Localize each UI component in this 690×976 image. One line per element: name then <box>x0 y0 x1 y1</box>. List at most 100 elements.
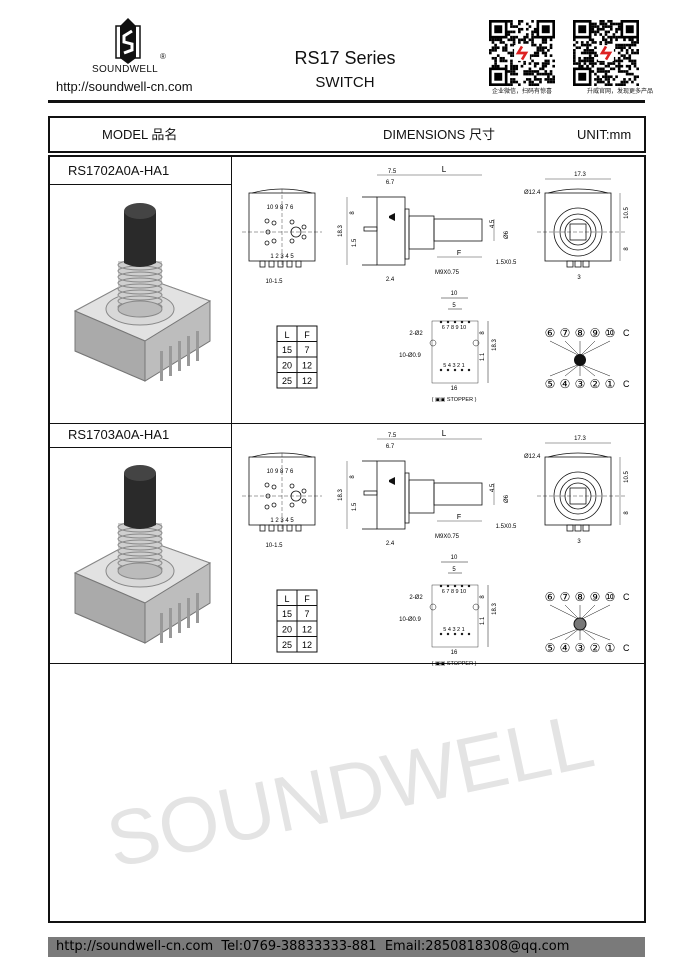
dim-mount-holes: 2-Ø2 <box>409 331 423 337</box>
brand-name: SOUNDWELL <box>92 64 159 75</box>
dim-8: 8 <box>350 211 356 215</box>
dim-pin-holes: 10-Ø0.9 <box>399 353 421 359</box>
circuit-terminal-top: ⑩ <box>605 326 616 340</box>
soundwell-mini-logo-icon <box>389 213 395 221</box>
row-divider <box>50 663 644 664</box>
dim-L: L <box>442 165 447 174</box>
lf-cell-L: 25 <box>282 376 292 386</box>
dim-10-5: 10.5 <box>624 207 630 219</box>
pcb-pins-bottom: 5 4 3 2 1 <box>443 627 464 633</box>
dim-shaft-diameter: Ø6 <box>504 494 510 503</box>
circuit-terminal-top: ⑨ <box>590 326 601 340</box>
table-header: MODEL 品名 DIMENSIONS 尺寸 UNIT:mm <box>48 116 646 153</box>
circuit-terminal-bottom: ⑤ <box>545 641 556 655</box>
dim-pcb-1-1: 1.1 <box>480 616 486 625</box>
pcb-pins-bottom: 5 4 3 2 1 <box>443 363 464 369</box>
dim-pcb-8: 8 <box>480 595 486 599</box>
back-view <box>537 178 627 268</box>
dim-8: 8 <box>350 475 356 479</box>
registered-mark: ® <box>160 52 166 61</box>
soundwell-logo-icon <box>115 18 141 64</box>
dim-pcb-18-3: 18.3 <box>492 603 498 615</box>
unit-label: UNIT:mm <box>577 127 632 142</box>
circuit-terminal-bottom: ② <box>590 641 601 655</box>
model-name: RS1703A0A-HA1 <box>68 427 170 442</box>
dim-6-7: 6.7 <box>386 180 395 186</box>
dim-pin-span-10: 10 <box>451 555 458 561</box>
product-table: RS1702A0A-HA1 RS1703A0A-HA1 10 9 8 7 6 <box>48 155 646 923</box>
rotor-hub-icon <box>574 354 586 366</box>
front-view <box>242 188 322 268</box>
circuit-terminal-bottom: ① <box>605 641 616 655</box>
dim-pcb-16: 16 <box>451 386 458 392</box>
circuit-common-bottom: C <box>623 643 630 653</box>
front-pin-numbers-top: 10 9 8 7 6 <box>267 205 294 211</box>
dim-17-3: 17.3 <box>574 436 586 442</box>
dim-pin-span-10: 10 <box>451 291 458 297</box>
dim-17-3: 17.3 <box>574 172 586 178</box>
circuit-terminal-top: ⑧ <box>575 326 586 340</box>
dim-2-4: 2.4 <box>386 277 395 283</box>
stopper-legend: ( ▣▣ STOPPER ) <box>432 397 477 403</box>
circuit-terminal-top: ⑨ <box>590 590 601 604</box>
row-divider <box>50 423 644 424</box>
page-subtitle: SWITCH <box>315 74 375 91</box>
rotor-hub-icon <box>573 617 587 631</box>
circuit-terminal-bottom: ⑤ <box>545 377 556 391</box>
dimension-drawing: 10 9 8 7 61 2 3 4 510-1.5 7.56.7L18.381.… <box>242 429 630 667</box>
footer-website-link[interactable]: http://soundwell-cn.com <box>56 939 214 954</box>
dim-pcb-1-1: 1.1 <box>480 352 486 361</box>
circuit-terminal-top: ⑥ <box>545 326 556 340</box>
dim-F: F <box>457 514 461 521</box>
dimensions-column-header: DIMENSIONS 尺寸 <box>383 127 495 142</box>
dim-pin-holes: 10-Ø0.9 <box>399 617 421 623</box>
side-view <box>346 174 495 266</box>
lf-header-F: F <box>304 330 310 340</box>
back-view <box>537 442 627 532</box>
dim-bushing-diameter: Ø12.4 <box>524 190 541 196</box>
dim-10-5: 10.5 <box>624 471 630 483</box>
lf-cell-L: 15 <box>282 609 292 619</box>
pcb-pins-top: 6 7 8 9 10 <box>442 589 466 595</box>
pcb-pins-top: 6 7 8 9 10 <box>442 325 466 331</box>
footer-email[interactable]: Email:2850818308@qq.com <box>384 939 570 954</box>
circuit-terminal-top: ⑧ <box>575 590 586 604</box>
front-pin-numbers-top: 10 9 8 7 6 <box>267 469 294 475</box>
lf-header-L: L <box>284 330 289 340</box>
lf-cell-L: 20 <box>282 361 292 371</box>
header-website-link[interactable]: http://soundwell-cn.com <box>56 79 193 94</box>
product-photo <box>73 465 212 644</box>
lf-cell-F: 12 <box>302 361 312 371</box>
dim-bushing-diameter: Ø12.4 <box>524 454 541 460</box>
footer-bar: http://soundwell-cn.com Tel:0769-3883333… <box>48 937 645 957</box>
lf-cell-F: 12 <box>302 376 312 386</box>
qr-code-wechat-icon <box>489 20 555 86</box>
dim-thread: M9X0.75 <box>435 270 460 276</box>
qr-code-website-icon <box>573 20 639 86</box>
dim-pin-pitch: 10-1.5 <box>265 543 283 549</box>
circuit-terminal-top: ⑩ <box>605 590 616 604</box>
lf-cell-F: 12 <box>302 640 312 650</box>
lf-cell-L: 20 <box>282 625 292 635</box>
dim-18-3: 18.3 <box>338 489 344 501</box>
dim-8-lower: 8 <box>624 511 630 515</box>
dim-thread: M9X0.75 <box>435 534 460 540</box>
dim-shaft-diameter: Ø6 <box>504 230 510 239</box>
dim-pin-span-5: 5 <box>452 567 456 573</box>
lf-cell-F: 7 <box>304 345 309 355</box>
dim-1-5: 1.5 <box>352 502 358 511</box>
circuit-terminal-top: ⑦ <box>560 590 571 604</box>
dim-3: 3 <box>577 539 581 545</box>
lf-header-F: F <box>304 594 310 604</box>
circuit-common-top: C <box>623 328 630 338</box>
dim-7-5: 7.5 <box>388 169 397 175</box>
lf-cell-L: 15 <box>282 345 292 355</box>
circuit-terminal-bottom: ④ <box>560 641 571 655</box>
dim-4-5: 4.5 <box>490 483 496 492</box>
qr-caption-website: 升威官网，发现更多产品 <box>586 89 653 95</box>
dim-1-5: 1.5 <box>352 238 358 247</box>
dim-pcb-8: 8 <box>480 331 486 335</box>
